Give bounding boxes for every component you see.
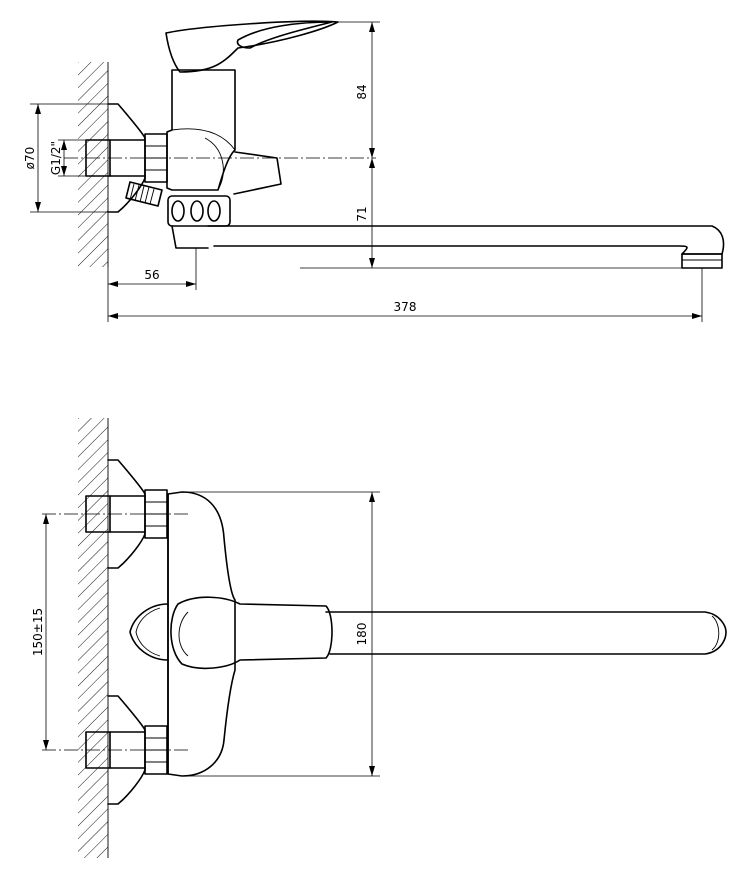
dim-label-150: 150±15 bbox=[31, 608, 45, 656]
body-inner-curve bbox=[204, 137, 224, 191]
lower-connector bbox=[85, 695, 168, 805]
lever-handle-front bbox=[170, 596, 333, 670]
lever-handle-cap bbox=[236, 21, 333, 49]
lever-handle bbox=[165, 20, 339, 73]
side-view: 84 71 56 378 bbox=[23, 20, 725, 322]
hose-thread bbox=[125, 181, 163, 207]
mixer-body bbox=[166, 69, 236, 191]
dim-label-84: 84 bbox=[355, 84, 369, 99]
diverter-lever bbox=[233, 151, 282, 195]
front-view: 180 150±15 bbox=[31, 418, 727, 858]
dimension-378: 378 bbox=[108, 268, 703, 322]
spout-side bbox=[207, 225, 725, 255]
lever-inner bbox=[178, 611, 189, 657]
spout-tip-inner bbox=[711, 615, 720, 651]
spout-front bbox=[325, 611, 727, 655]
mixer-body-front bbox=[167, 491, 236, 777]
dimension-56: 56 bbox=[107, 248, 197, 322]
dimension-150: 150±15 bbox=[31, 514, 49, 750]
wall-side bbox=[78, 62, 109, 267]
dim-label-o70: ø70 bbox=[23, 147, 37, 170]
wall-front bbox=[78, 418, 109, 858]
dim-label-71: 71 bbox=[355, 206, 369, 221]
dimension-71: 71 bbox=[300, 158, 682, 269]
dimension-g12: G1/2" bbox=[49, 139, 88, 177]
dim-label-56: 56 bbox=[144, 268, 159, 282]
diverter-knob bbox=[129, 603, 169, 661]
upper-connector bbox=[85, 459, 168, 569]
spout-swivel bbox=[167, 195, 231, 249]
dim-label-180: 180 bbox=[355, 623, 369, 646]
knob-inner bbox=[135, 607, 161, 657]
body-shading bbox=[171, 128, 236, 151]
aerator bbox=[681, 253, 723, 269]
dimension-o70: ø70 bbox=[23, 103, 110, 213]
dim-label-g12: G1/2" bbox=[49, 141, 63, 175]
dim-label-378: 378 bbox=[394, 300, 417, 314]
dimension-180: 180 bbox=[180, 491, 380, 777]
dimension-84: 84 bbox=[330, 21, 380, 158]
